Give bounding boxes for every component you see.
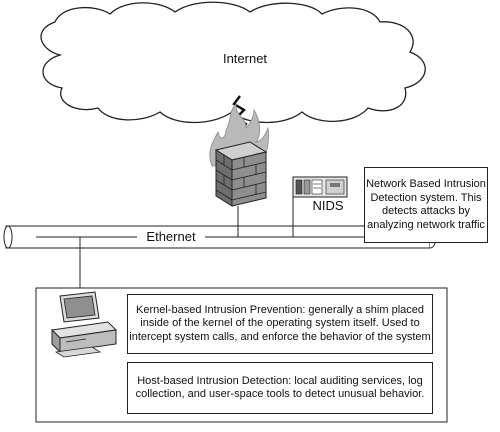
nids-note-box: Network Based Intrusion Detection system… xyxy=(364,167,488,243)
cloud-icon xyxy=(40,1,426,124)
ethernet-label: Ethernet xyxy=(146,229,196,244)
firewall-icon xyxy=(209,103,269,207)
host-detection-text: Host-based Intrusion Detection: local au… xyxy=(135,374,425,401)
nids-appliance-icon xyxy=(292,176,348,198)
host-detection-box: Host-based Intrusion Detection: local au… xyxy=(127,362,433,414)
workstation-icon xyxy=(50,291,118,358)
kernel-prevention-box: Kernel-based Intrusion Prevention: gener… xyxy=(127,294,433,354)
nids-note-text: Network Based Intrusion Detection system… xyxy=(366,178,486,231)
internet-label: Internet xyxy=(222,51,268,66)
kernel-prevention-text: Kernel-based Intrusion Prevention: gener… xyxy=(129,303,431,343)
nids-label: NIDS xyxy=(312,198,344,213)
